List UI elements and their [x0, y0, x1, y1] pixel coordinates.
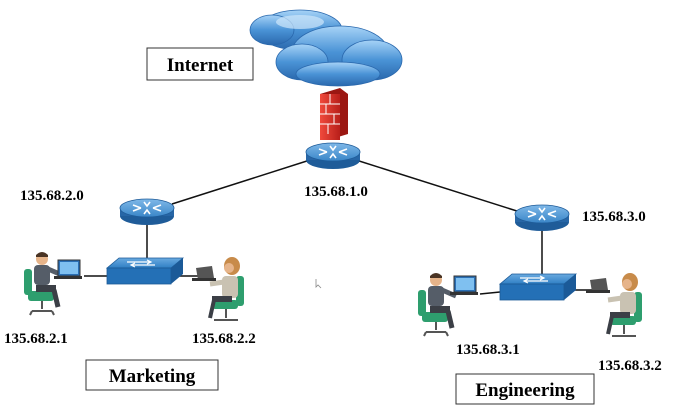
firewall-icon	[320, 88, 348, 140]
engineering-label: Engineering	[455, 373, 595, 405]
host-address: 135.68.3.1	[456, 342, 520, 358]
cursor-icon	[315, 279, 322, 289]
link-switch-pc-e1	[479, 291, 501, 295]
host-address: 135.68.2.1	[4, 331, 68, 347]
marketing-label: Marketing	[85, 359, 219, 391]
network-address-core: 135.68.1.0	[304, 184, 368, 200]
network-links	[84, 110, 592, 295]
host-address: 135.68.2.2	[192, 331, 256, 347]
cloud-icon	[249, 9, 403, 87]
network-address-engineering: 135.68.3.0	[582, 209, 646, 225]
switch-icon	[106, 257, 184, 285]
network-address-marketing: 135.68.2.0	[20, 188, 84, 204]
link-core-marketing-router	[171, 159, 311, 205]
switch-icon	[499, 273, 577, 301]
svg-text:Internet: Internet	[167, 55, 234, 76]
host-address: 135.68.3.2	[598, 358, 662, 374]
workstation-icon	[192, 257, 244, 321]
svg-text:Engineering: Engineering	[475, 380, 575, 401]
link-core-engineering-router	[355, 159, 521, 213]
workstation-icon	[586, 273, 642, 337]
router-icon	[514, 204, 570, 232]
router-icon	[119, 198, 175, 226]
svg-text:Marketing: Marketing	[109, 366, 196, 387]
internet-label: Internet	[146, 47, 254, 81]
router-icon	[305, 142, 361, 170]
workstation-icon	[24, 252, 82, 315]
workstation-icon	[418, 273, 478, 336]
